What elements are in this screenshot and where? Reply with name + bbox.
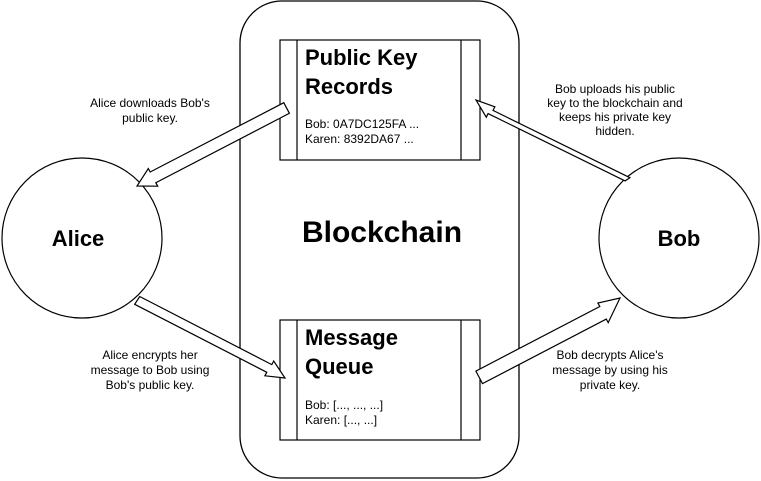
- alice-node: [1, 157, 163, 319]
- svg-text:Bob uploads his public: Bob uploads his public: [555, 82, 675, 96]
- svg-text:Alice downloads Bob's: Alice downloads Bob's: [90, 96, 210, 110]
- message-queue-entry: Karen: [..., ...]: [305, 413, 377, 427]
- svg-text:private key.: private key.: [580, 378, 640, 392]
- svg-text:message by using his: message by using his: [552, 363, 667, 377]
- svg-text:message to Bob using: message to Bob using: [91, 363, 210, 377]
- arrow-alice-encrypt: [133, 295, 287, 379]
- arrow-bob-upload: [474, 98, 632, 182]
- svg-text:Bob decrypts Alice's: Bob decrypts Alice's: [556, 348, 663, 362]
- message-queue-title-line2: Queue: [305, 354, 373, 379]
- public-key-records-box: Public Key Records Bob: 0A7DC125FA ... K…: [279, 39, 481, 161]
- public-key-record-entry: Bob: 0A7DC125FA ...: [305, 117, 419, 131]
- alice-label: Alice: [52, 226, 105, 251]
- alice-encrypt-note: Alice encrypts her message to Bob using …: [91, 348, 210, 392]
- svg-text:Bob's public key.: Bob's public key.: [106, 378, 195, 392]
- message-queue-title-line1: Message: [305, 325, 398, 350]
- arrow-alice-download: [135, 101, 291, 187]
- svg-text:hidden.: hidden.: [595, 124, 634, 138]
- svg-text:Alice encrypts her: Alice encrypts her: [102, 348, 197, 362]
- svg-text:key to the blockchain and: key to the blockchain and: [547, 96, 682, 110]
- bob-label: Bob: [658, 226, 701, 251]
- alice-download-note: Alice downloads Bob's public key.: [90, 96, 210, 125]
- public-key-record-entry: Karen: 8392DA67 ...: [305, 132, 414, 146]
- message-queue-box: Message Queue Bob: [..., ..., ...] Karen…: [279, 319, 481, 441]
- svg-text:public key.: public key.: [122, 111, 178, 125]
- public-key-records-title-line1: Public Key: [305, 45, 418, 70]
- arrow-bob-decrypt: [475, 297, 622, 385]
- bob-node: [598, 157, 760, 319]
- bob-upload-note: Bob uploads his public key to the blockc…: [547, 82, 682, 138]
- bob-decrypt-note: Bob decrypts Alice's message by using hi…: [552, 348, 667, 392]
- message-queue-entry: Bob: [..., ..., ...]: [305, 398, 383, 412]
- blockchain-label: Blockchain: [302, 216, 462, 249]
- svg-text:keeps his private key: keeps his private key: [559, 110, 671, 124]
- public-key-records-title-line2: Records: [305, 74, 393, 99]
